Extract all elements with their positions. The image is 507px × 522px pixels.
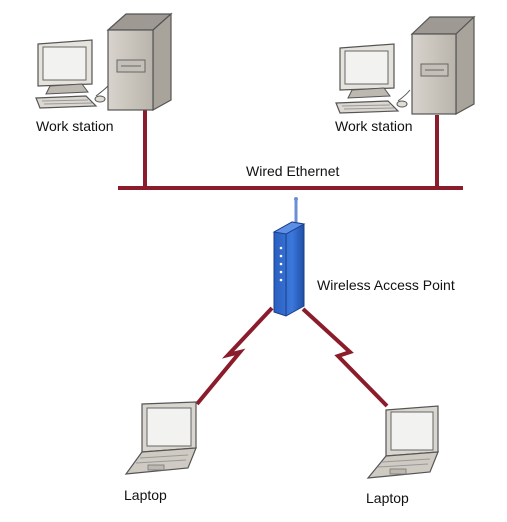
laptop-icon xyxy=(124,401,197,475)
desktop-computer-icon xyxy=(35,12,173,112)
wired-ethernet-label: Wired Ethernet xyxy=(246,163,340,179)
laptop-right xyxy=(366,405,439,479)
laptop-icon xyxy=(366,405,439,479)
desktop-computer-icon xyxy=(335,15,476,116)
access-point xyxy=(272,197,306,317)
wireless-link-right xyxy=(301,307,389,408)
wired-links xyxy=(118,110,463,190)
laptop-left xyxy=(124,401,197,475)
wireless-links xyxy=(195,306,389,408)
laptop-left-label: Laptop xyxy=(124,487,167,503)
wireless-access-point-icon xyxy=(272,197,306,317)
workstation-right-label: Work station xyxy=(335,118,413,134)
access-point-label: Wireless Access Point xyxy=(317,277,455,293)
workstation-right xyxy=(335,15,476,116)
workstation-left-label: Work station xyxy=(36,118,114,134)
workstation-left xyxy=(35,12,173,112)
wireless-link-left xyxy=(195,306,274,406)
laptop-right-label: Laptop xyxy=(366,490,409,506)
